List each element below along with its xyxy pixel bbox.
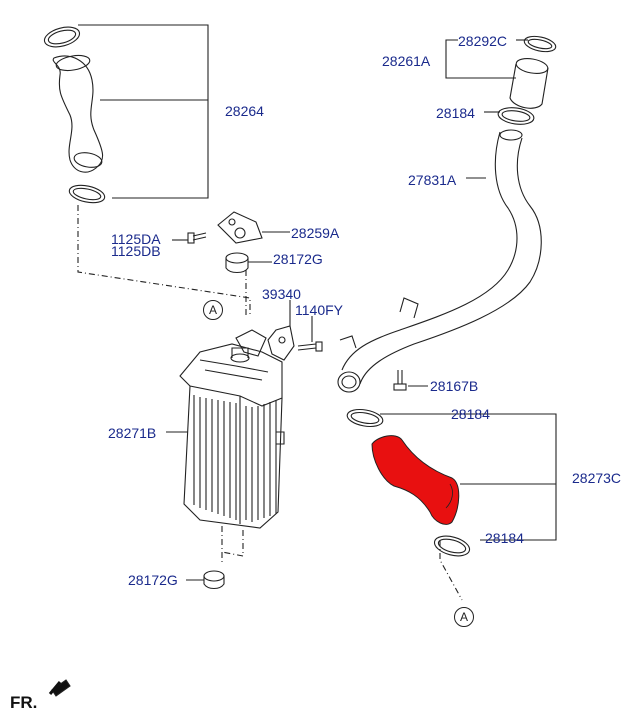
part-label-28271b[interactable]: 28271B: [108, 425, 157, 441]
leader-28264: [78, 24, 209, 199]
reference-marker-a-bottom: A: [454, 607, 474, 627]
intercooler-28271b: [166, 329, 285, 529]
part-label-1125db[interactable]: 1125DB: [111, 243, 161, 259]
part-label-28172g-bottom[interactable]: 28172G: [128, 572, 178, 588]
front-orientation-label: FR.: [10, 693, 38, 712]
part-label-28264[interactable]: 28264: [225, 103, 264, 119]
bolt-28167b: [393, 370, 428, 391]
hose-clamp-lower: [68, 184, 106, 204]
intercooler-inlet-hose-group: [43, 26, 106, 204]
grommet-28172g-top: [225, 252, 272, 274]
intercooler-inlet-hose: [52, 55, 104, 173]
clamp-28292c: [516, 35, 557, 53]
part-label-28259a[interactable]: 28259A: [291, 225, 340, 241]
reference-marker-a-top: A: [203, 300, 223, 320]
part-label-28172g-top[interactable]: 28172G: [273, 251, 323, 267]
part-label-28292c[interactable]: 28292C: [458, 33, 508, 49]
part-label-28261a[interactable]: 28261A: [382, 53, 431, 69]
part-label-39340[interactable]: 39340: [262, 286, 301, 302]
part-label-1140fy[interactable]: 1140FY: [295, 302, 343, 318]
part-label-28273c[interactable]: 28273C: [572, 470, 622, 486]
part-label-28184-top[interactable]: 28184: [436, 105, 475, 121]
part-label-1125da[interactable]: 1125DA: [111, 231, 161, 247]
part-label-28184-bottom[interactable]: 28184: [485, 530, 524, 546]
bracket-28259a: [217, 211, 290, 244]
front-arrow-icon: [51, 679, 71, 697]
sensor-39340: [267, 300, 295, 361]
hose-clamp-upper: [43, 26, 81, 48]
part-label-28184-mid[interactable]: 28184: [451, 406, 490, 422]
reference-line-upper: [77, 205, 251, 315]
highlighted-hose-28273c: [371, 435, 460, 525]
clamp-28184-bottom: [433, 535, 471, 557]
connector-28261a: [445, 39, 549, 109]
clamp-28184-top: [484, 107, 535, 125]
bolt-1140fy: [297, 316, 323, 352]
bolt-1125da: [172, 232, 207, 244]
clamp-28184-mid: [346, 408, 557, 541]
grommet-28172g-bottom: [186, 570, 225, 590]
part-label-27831a[interactable]: 27831A: [408, 172, 457, 188]
charge-air-pipe-27831a: [337, 129, 542, 393]
part-label-28167b[interactable]: 28167B: [430, 378, 479, 394]
